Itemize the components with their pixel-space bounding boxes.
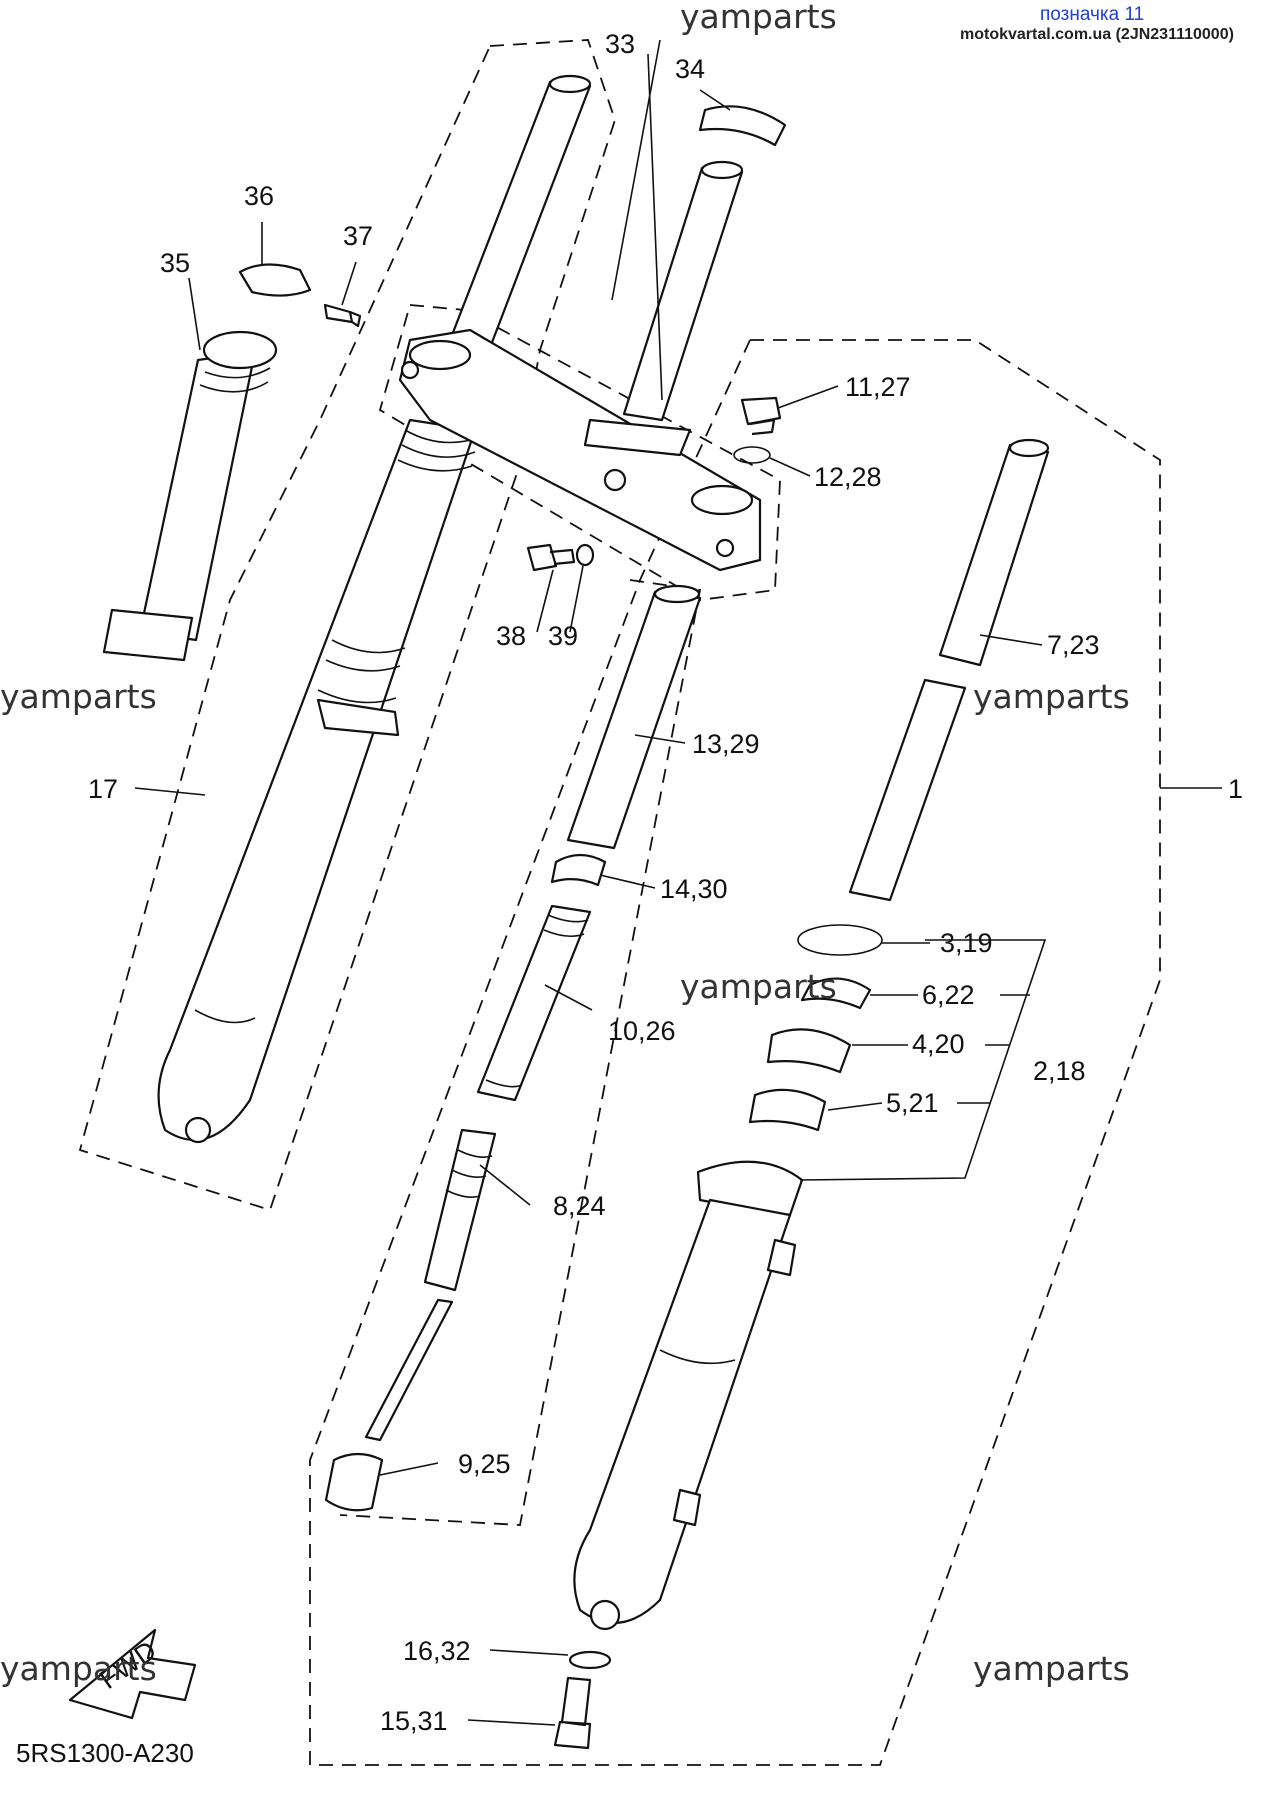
spring-10-26 [476,904,592,1102]
fork-boot-35 [102,330,278,662]
label-39: 39 [548,621,578,651]
watermark: yamparts [973,677,1130,716]
leader-lines [134,39,1222,1726]
group-outline-inner [339,579,702,1526]
clamp-36 [238,263,312,297]
o-ring-12-28 [733,446,771,464]
label-9-25: 9,25 [458,1449,511,1479]
oil-lock-9-25 [324,1452,384,1512]
source-label: motokvartal.com.ua (2JN231110000) [960,26,1234,43]
oil-seal-4-20 [766,1028,852,1074]
label-37: 37 [343,221,373,251]
label-14-30: 14,30 [660,874,728,904]
label-15-31: 15,31 [380,1706,448,1736]
group-outline-1 [309,339,1161,1766]
diagram-code: 5RS1300-A230 [16,1738,194,1768]
bolt-38 [526,543,576,572]
washer-6-22 [800,977,872,1010]
label-33: 33 [605,29,635,59]
watermark: yamparts [0,677,157,716]
damper-rod-8-24 [364,1128,497,1442]
label-35: 35 [160,248,190,278]
watermark: yamparts [0,1649,157,1688]
label-2-18: 2,18 [1033,1056,1086,1086]
watermark: yamparts [680,0,837,36]
outer-tube-2-18 [573,1160,804,1631]
label-3-19: 3,19 [940,928,993,958]
label-1: 1 [1228,774,1243,804]
label-11-27: 11,27 [845,372,911,402]
label-6-22: 6,22 [922,980,975,1010]
under-bracket [398,328,762,572]
fork-leg-17 [157,74,592,1144]
label-38: 38 [496,621,526,651]
label-34: 34 [675,54,705,84]
label-8-24: 8,24 [553,1191,606,1221]
group-outline-17 [78,39,616,1212]
seal-34 [698,105,787,147]
inner-tube-7-23 [848,438,1050,902]
watermark: yamparts [680,967,837,1006]
label-16-32: 16,32 [403,1636,471,1666]
label-17: 17 [88,774,118,804]
screw-37 [323,303,362,328]
label-36: 36 [244,181,274,211]
cap-bolt-11-27 [740,396,782,436]
marker-label: позначка 11 [1040,4,1145,25]
washer-16-32 [568,1650,612,1670]
label-10-26: 10,26 [608,1016,676,1046]
washer-39 [575,543,595,567]
label-12-28: 12,28 [814,462,882,492]
label-7-23: 7,23 [1047,630,1100,660]
watermark: yamparts [973,1649,1130,1688]
spacer-13-29 [566,584,702,850]
bolt-15-31 [553,1676,592,1750]
label-5-21: 5,21 [886,1088,939,1118]
steering-stem-33 [583,160,744,457]
clip-3-19 [797,924,883,956]
bushing-5-21 [748,1088,827,1132]
label-13-29: 13,29 [692,729,760,759]
washer-14-30 [550,853,607,887]
label-4-20: 4,20 [912,1029,965,1059]
